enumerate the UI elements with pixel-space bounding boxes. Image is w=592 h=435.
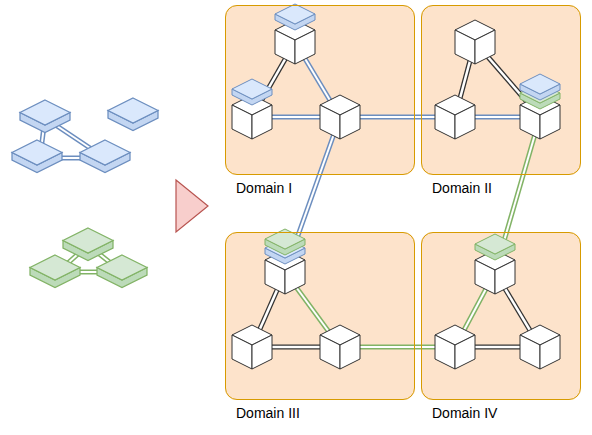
domain-label: Domain I <box>236 180 292 196</box>
domain-box: Domain III <box>225 232 415 400</box>
domain-box: Domain I <box>225 5 415 175</box>
domain-label: Domain II <box>432 180 492 196</box>
domain-label: Domain IV <box>432 405 497 421</box>
domain-label: Domain III <box>236 405 300 421</box>
domain-box: Domain II <box>421 5 581 175</box>
domain-box: Domain IV <box>421 232 581 400</box>
